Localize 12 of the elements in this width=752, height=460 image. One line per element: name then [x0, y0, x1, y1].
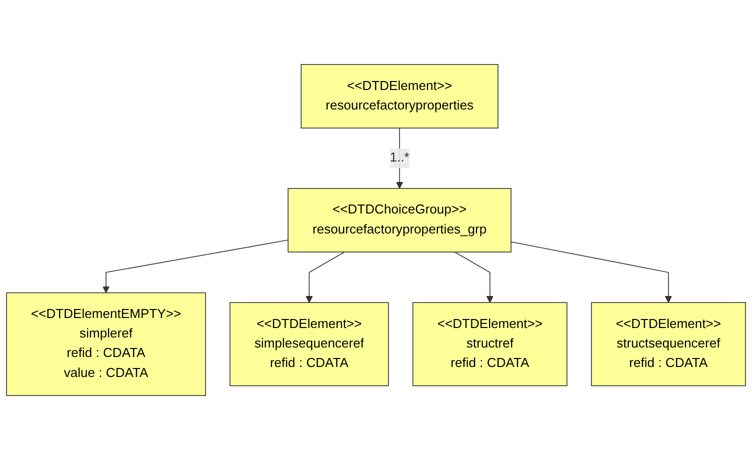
node-box: <<DTDElementEMPTY>> simpleref refid : CDATA value : CDATA: [6, 292, 206, 396]
node-box: <<DTDElement>> resourcefactoryproperties: [300, 64, 498, 128]
arrow: [454, 252, 494, 303]
node-box: <<DTDElement>> structref refid : CDATA: [412, 302, 568, 386]
arrow: [102, 240, 288, 294]
node-box: <<DTDChoiceGroup>> resourcefactoryproperties_grp: [288, 188, 512, 252]
arrow: [396, 128, 404, 189]
arrow: [306, 252, 345, 303]
node-box: <<DTDElement>> structsequenceref refid : CDATA: [591, 302, 746, 386]
edge-label: 1..*: [390, 150, 410, 165]
node-box: <<DTDElement>> simplesequenceref refid : CDATA: [230, 302, 389, 386]
arrow: [510, 241, 672, 303]
